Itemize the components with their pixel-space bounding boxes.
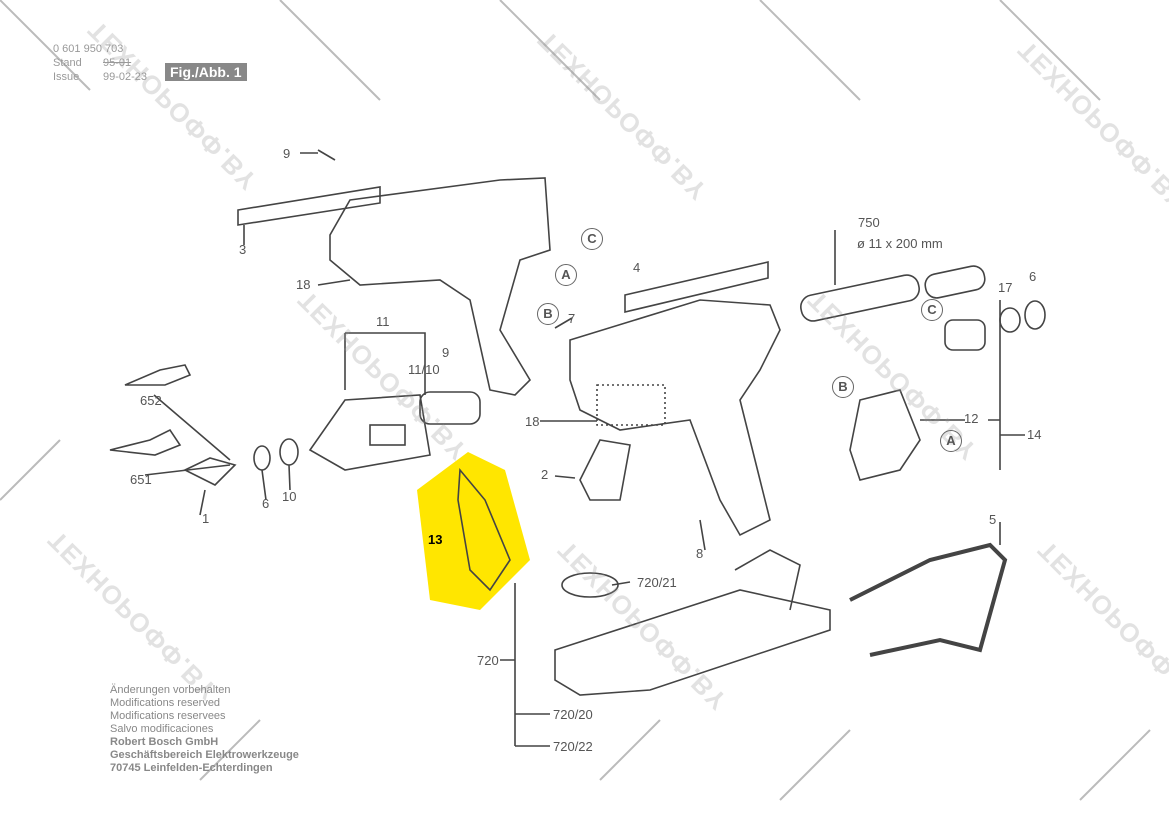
part-label-720-22: 720/22 [553, 739, 593, 754]
part-label-5: 5 [989, 512, 997, 527]
part-label-9: 9 [283, 146, 291, 161]
part-label-6b: 6 [1029, 269, 1037, 284]
part-outlines [109, 149, 1046, 747]
part-label-652: 652 [140, 393, 162, 408]
part-label-720-21: 720/21 [637, 575, 677, 590]
company-line: Geschäftsbereich Elektrowerkzeuge [110, 749, 299, 761]
stand-label: Stand [53, 57, 82, 69]
part-label-17: 17 [998, 280, 1013, 295]
part-label-1: 1 [202, 511, 210, 526]
part-label-3: 3 [239, 242, 247, 257]
company-line: 70745 Leinfelden-Echterdingen [110, 762, 273, 774]
part-label-11: 11 [376, 314, 390, 329]
part-label-6: 6 [262, 496, 270, 511]
part-label-651: 651 [130, 472, 152, 487]
watermark-crosses [0, 0, 1151, 801]
ref-marker-c2: C [921, 299, 943, 321]
part-label-2: 2 [541, 467, 549, 482]
part-label-18: 18 [296, 277, 311, 292]
part-label-14: 14 [1027, 427, 1042, 442]
part-label-12: 12 [964, 411, 979, 426]
part-label-7: 7 [568, 311, 576, 326]
highlight-part-13 [417, 452, 530, 610]
part-number: 0 601 950 703 [53, 43, 124, 55]
part-label-10: 10 [282, 489, 297, 504]
issue-value: 99-02-23 [103, 71, 148, 83]
note-line: Salvo modificaciones [110, 723, 214, 735]
note-line: Modifications reserved [110, 697, 221, 709]
stand-value: 95-01 [103, 57, 132, 69]
ref-marker-c: C [581, 228, 603, 250]
ref-marker-b2: B [832, 376, 854, 398]
part-label-13: 13 [428, 532, 443, 547]
notes: Änderungen vorbehalten Modifications res… [110, 684, 299, 775]
part-label-18b: 18 [525, 414, 540, 429]
company-line: Robert Bosch GmbH [110, 736, 219, 748]
note-line: Modifications reservees [110, 710, 226, 722]
part-label-9b: 9 [442, 345, 450, 360]
ref-marker-a2: A [940, 430, 962, 452]
part-label-8: 8 [696, 546, 704, 561]
part-label-11-10: 11/10 [408, 362, 440, 377]
part-label-720: 720 [477, 653, 499, 668]
ref-marker-b: B [537, 303, 559, 325]
ref-marker-a: A [555, 264, 577, 286]
issue-label: Issue [53, 71, 80, 83]
part-label-4: 4 [633, 260, 641, 275]
part-label-750: 750 [858, 215, 880, 230]
figure-label: Fig./Abb. 1 [165, 63, 247, 81]
note-line: Änderungen vorbehalten [110, 684, 231, 696]
part-spec-750: ø 11 x 200 mm [857, 236, 943, 251]
part-label-720-20: 720/20 [553, 707, 593, 722]
